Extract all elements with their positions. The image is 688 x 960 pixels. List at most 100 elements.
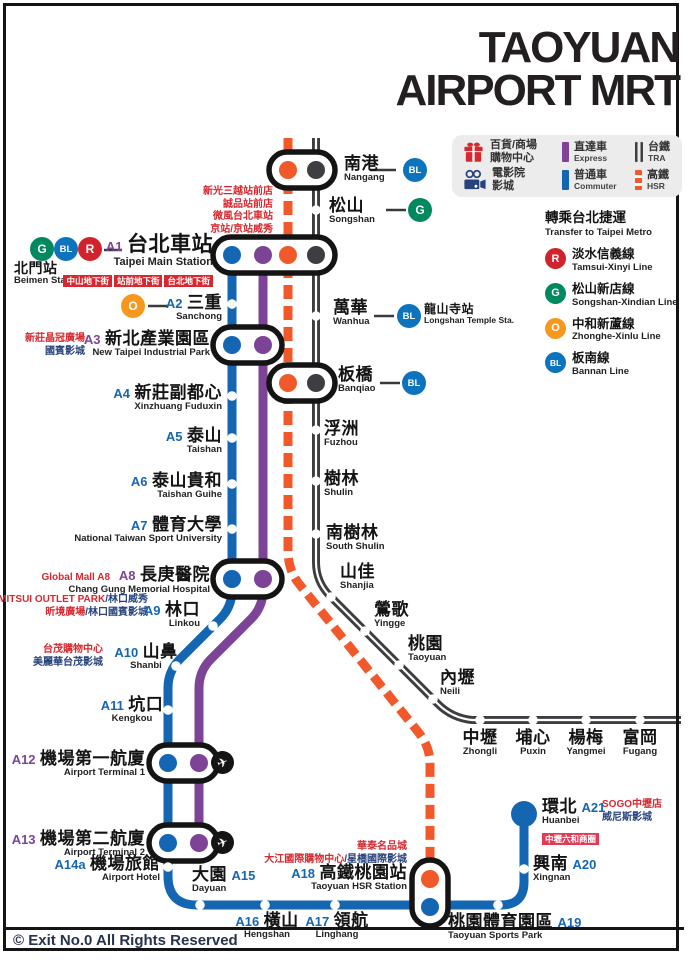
station-code: A19 — [557, 915, 582, 930]
station-zh: 台北車站 — [127, 233, 213, 256]
transfer-row-zhonghe-xinlu: O 中和新蘆線 Zhonghe-Xinlu Line — [545, 316, 685, 342]
cinema-line: /星橋國際影城 — [344, 853, 407, 865]
station-en: Hengshan — [244, 929, 290, 941]
beimen-r-badge: R — [78, 237, 102, 261]
station-label-a11: A11 坑口 Kengkou — [92, 695, 172, 725]
station-en: Neili — [440, 686, 461, 698]
underground-mall-tag: 中山地下街 — [63, 275, 112, 288]
interchange-capsules — [146, 149, 451, 929]
station-label-nangang: 南港 Nangang — [344, 154, 385, 184]
station-label-a1: A1 台北車站 Taipei Main Station 中山地下街站前地下街台北… — [61, 233, 213, 288]
station-label-yingge: 鶯歌 Yingge — [374, 600, 409, 630]
mall-line: SOGO中壢店 — [602, 799, 663, 810]
legend-commuter-zh: 普通車 — [574, 169, 607, 181]
express-line-swatch — [562, 141, 569, 162]
longshan-transfer-label: 龍山寺站 Longshan Temple Sta. — [424, 303, 514, 325]
terminus-huanbei — [511, 801, 537, 827]
station-code: A17 — [305, 914, 330, 929]
station-label-a12: A12 機場第一航廈 Airport Terminal 1 — [11, 749, 145, 779]
station-label-a16: A16 橫山 Hengshan — [230, 911, 304, 941]
station-en: Shulin — [324, 487, 354, 499]
station-en: Taoyuan — [408, 652, 447, 664]
beimen-g-badge: G — [30, 237, 54, 261]
station-en: Banqiao — [338, 383, 376, 395]
station-zh: 機場第二航廈 — [40, 829, 145, 848]
station-code: A12 — [11, 752, 36, 767]
mall-line: 華泰名品城 — [357, 841, 407, 852]
station-label-a13: A13 機場第二航廈 Airport Terminal 2 — [11, 829, 145, 859]
station-en: Airport Terminal 2 — [63, 847, 145, 859]
station-code: A20 — [572, 857, 597, 872]
station-dots — [163, 205, 645, 910]
station-en: Puxin — [520, 746, 546, 758]
bl-line-badge: BL — [545, 352, 566, 374]
station-zh: 長庚醫院 — [140, 565, 210, 584]
transfer-title-en: Transfer to Taipei Metro — [545, 227, 652, 238]
station-label-a14a: A14a 機場旅館 Airport Hotel — [54, 854, 160, 884]
connector-dashes — [104, 168, 406, 385]
o-line-badge: O — [545, 317, 566, 339]
a21-malls-annotation: SOGO中壢店 威尼斯影城 — [602, 799, 662, 824]
hsr-line — [283, 138, 435, 924]
station-code: A9 — [143, 603, 161, 618]
tra-line — [312, 138, 681, 724]
station-label-a10: A10 山鼻 Shanbi — [104, 642, 188, 672]
station-zh: 機場第一航廈 — [40, 749, 145, 768]
beimen-station-label: 北門站 Beimen Sta. — [14, 260, 68, 286]
cinema-line: 國賓影城 — [45, 345, 85, 357]
station-code: A3 — [83, 332, 101, 347]
station-en: New Taipei Industrial Park — [92, 347, 210, 359]
cinema-line: /林口威秀 — [105, 594, 148, 605]
nangang-bl-badge: BL — [403, 158, 427, 182]
a18-malls-annotation: 華泰名品城 大江國際購物中心/星橋國際影城 — [264, 841, 407, 866]
station-zh: 埔心 — [515, 728, 551, 747]
station-en: South Shulin — [326, 541, 385, 553]
station-en: Shanjia — [340, 580, 374, 592]
station-label-a8: Global Mall A8 A8 長庚醫院 Chang Gung Memori… — [41, 565, 211, 595]
station-zh: 中壢 — [462, 728, 498, 747]
station-en: Airport Terminal 1 — [63, 767, 145, 779]
transfer-zh: 淡水信義線 — [572, 247, 635, 261]
mall-line: 京站/京站威秀 — [210, 223, 273, 235]
underground-mall-tag: 台北地下街 — [164, 275, 213, 288]
taipei-malls-annotation: 新光三越站前店 誠品站前店 微風台北車站 京站/京站威秀 — [203, 186, 273, 236]
banqiao-bl-badge: BL — [402, 371, 426, 395]
station-label-a5: A5 泰山 Taishan — [166, 426, 222, 456]
legend-shopping: 百貨/商場 購物中心 — [462, 139, 562, 164]
station-zh: 鶯歌 — [374, 600, 409, 619]
station-label-taoyuan-tra: 桃園 Taoyuan — [408, 634, 447, 664]
station-label-a21: 環北 A21 Huanbei 中壢六和商圈 — [542, 797, 605, 846]
station-code: A8 — [118, 568, 136, 583]
station-zh: 松山 — [329, 196, 364, 215]
station-zh: 南港 — [344, 154, 379, 173]
transfer-row-tamsui-xinyi: R 淡水信義線 Tamsui-Xinyi Line — [545, 247, 685, 273]
mall-line: Global Mall A8 — [41, 572, 111, 583]
station-zh: 林口 — [165, 600, 200, 619]
station-zh: 山鼻 — [142, 642, 178, 661]
mall-line: 微風台北車站 — [213, 211, 273, 222]
station-en: Xingnan — [533, 872, 571, 884]
station-en: Fugang — [622, 746, 658, 758]
wanhua-bl-badge: BL — [397, 304, 421, 328]
a9-malls-annotation: MITSUI OUTLET PARK/林口威秀 昕境廣場/林口國賓影城 — [0, 594, 148, 619]
footer-divider — [4, 927, 684, 930]
station-zh: 桃園體育園區 — [448, 912, 553, 931]
transfer-zh: 中和新蘆線 — [572, 316, 635, 331]
station-en: Taishan — [186, 444, 222, 456]
transfer-zh: 松山新店線 — [572, 281, 635, 296]
station-label-shulin: 樹林 Shulin — [324, 469, 359, 499]
songshan-g-badge: G — [408, 198, 432, 222]
legend-cinema: 電影院 影城 — [462, 167, 562, 192]
station-label-a6: A6 泰山貴和 Taishan Guihe — [131, 471, 222, 501]
station-en: Kengkou — [111, 713, 153, 725]
a10-malls-annotation: 台茂購物中心 美麗華台茂影城 — [33, 644, 103, 669]
station-en: Dayuan — [192, 883, 227, 895]
station-zh: 南樹林 — [326, 523, 379, 542]
station-label-fuzhou: 浮洲 Fuzhou — [324, 419, 359, 449]
station-code: A13 — [11, 832, 36, 847]
station-label-a3: A3 新北產業園區 New Taipei Industrial Park — [83, 329, 210, 359]
station-code: A11 — [100, 698, 124, 713]
transfer-row-songshan-xindian: G 松山新店線 Songshan-Xindian Line — [545, 281, 685, 308]
